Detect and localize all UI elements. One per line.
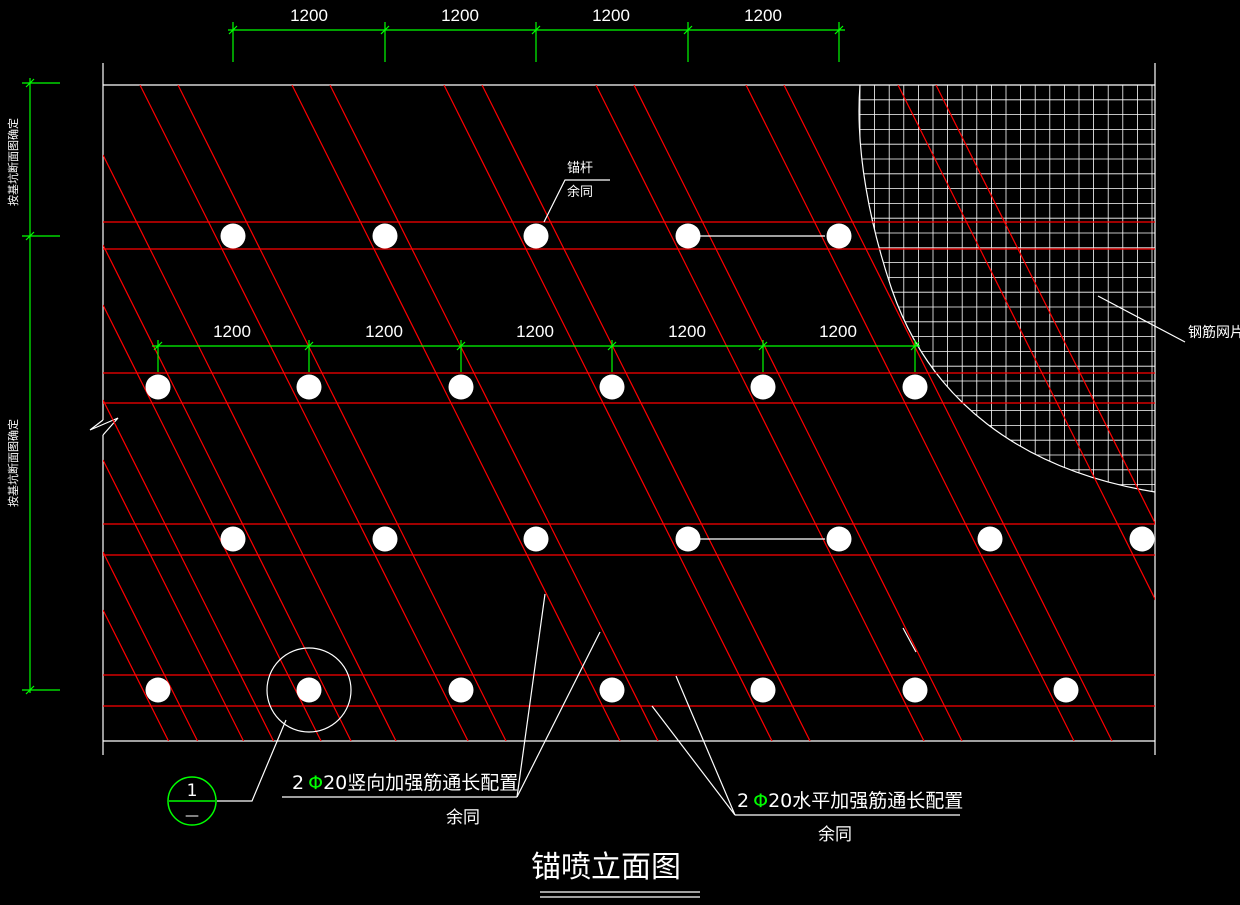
boundary-lines bbox=[89, 63, 1156, 755]
anchor-bolt bbox=[1129, 526, 1155, 552]
anchor-bolt bbox=[902, 677, 928, 703]
diagonal-rebar-line bbox=[633, 85, 963, 741]
mid-dim-2: 1200 bbox=[365, 322, 403, 341]
anchor-bolt bbox=[145, 677, 171, 703]
detail-callout: 1 — bbox=[167, 647, 352, 826]
diagonal-rebar-line bbox=[177, 85, 507, 741]
rebar-layer bbox=[103, 85, 1155, 741]
anchor-bolt bbox=[448, 374, 474, 400]
vertical-rebar-sub: 余同 bbox=[446, 808, 480, 828]
diagonal-rebar-line bbox=[103, 551, 199, 741]
diagonal-rebar-line bbox=[935, 85, 1155, 525]
anchor-bolt bbox=[675, 526, 701, 552]
anchor-bolt bbox=[599, 677, 625, 703]
left-dimension-chain bbox=[22, 78, 60, 695]
anchor-bolt bbox=[902, 374, 928, 400]
diagonal-rebar-line bbox=[329, 85, 659, 741]
anchor-bolt bbox=[145, 374, 171, 400]
anchor-leader bbox=[543, 179, 610, 223]
diagonal-rebar-line bbox=[443, 85, 773, 741]
diagonal-rebar-line bbox=[103, 304, 322, 741]
anchor-bolt bbox=[750, 677, 776, 703]
vertical-rebar-leader bbox=[282, 593, 601, 798]
anchor-bolt bbox=[826, 526, 852, 552]
diagonal-rebar-line bbox=[783, 85, 1113, 741]
horizontal-rebar-leader bbox=[651, 675, 960, 816]
top-dim-2: 1200 bbox=[441, 6, 479, 25]
left-dim-upper-label: 按基坑断面图确定 bbox=[6, 118, 20, 206]
mid-dim-4: 1200 bbox=[668, 322, 706, 341]
mid-dim-3: 1200 bbox=[516, 322, 554, 341]
anchor-bolt bbox=[372, 223, 398, 249]
diagonal-rebar-line bbox=[103, 459, 245, 741]
anchor-bolt bbox=[599, 374, 625, 400]
anchor-sub-label: 余同 bbox=[567, 184, 593, 200]
diagonal-rebar-line bbox=[745, 85, 1075, 741]
left-dim-lower-label: 按基坑断面图确定 bbox=[6, 419, 20, 507]
diagonal-rebar-line bbox=[103, 399, 275, 741]
diagonal-rebar-line bbox=[103, 154, 397, 741]
diagonal-rebar-line bbox=[139, 85, 469, 741]
anchor-label: 锚杆 bbox=[567, 161, 593, 176]
anchor-bolt bbox=[523, 223, 549, 249]
mid-dimension-chain bbox=[152, 340, 920, 372]
anchor-bolt bbox=[448, 677, 474, 703]
horizontal-rebar-sub: 余同 bbox=[818, 825, 852, 845]
top-dim-1: 1200 bbox=[290, 6, 328, 25]
tick-mark bbox=[902, 627, 917, 653]
mid-dim-5: 1200 bbox=[819, 322, 857, 341]
anchor-layer bbox=[145, 223, 1155, 703]
detail-number: 1 bbox=[187, 781, 198, 801]
anchor-bolt bbox=[372, 526, 398, 552]
anchor-connectors bbox=[700, 235, 825, 540]
anchor-bolt bbox=[750, 374, 776, 400]
detail-sheet: — bbox=[185, 808, 199, 824]
anchor-bolt bbox=[523, 526, 549, 552]
top-dimension-chain bbox=[228, 22, 845, 62]
anchor-bolt bbox=[296, 374, 322, 400]
anchor-bolt bbox=[220, 526, 246, 552]
diagonal-rebar-line bbox=[291, 85, 621, 741]
anchor-bolt bbox=[220, 223, 246, 249]
diagonal-rebar-line bbox=[103, 609, 170, 741]
diagonal-rebar-line bbox=[481, 85, 811, 741]
drawing-title: 锚喷立面图 bbox=[531, 850, 681, 885]
anchor-bolt bbox=[977, 526, 1003, 552]
anchor-bolt bbox=[1053, 677, 1079, 703]
mid-dim-1: 1200 bbox=[213, 322, 251, 341]
anchor-bolt bbox=[675, 223, 701, 249]
anchor-bolt bbox=[296, 677, 322, 703]
mesh-label: 钢筋网片 bbox=[1188, 324, 1240, 341]
diagonal-rebar-line bbox=[595, 85, 925, 741]
mesh-leader bbox=[1097, 295, 1186, 343]
anchor-bolt bbox=[826, 223, 852, 249]
top-dim-3: 1200 bbox=[592, 6, 630, 25]
top-dim-4: 1200 bbox=[744, 6, 782, 25]
diagonal-rebar-line bbox=[103, 244, 352, 741]
diagonal-rebar-line bbox=[897, 85, 1155, 601]
